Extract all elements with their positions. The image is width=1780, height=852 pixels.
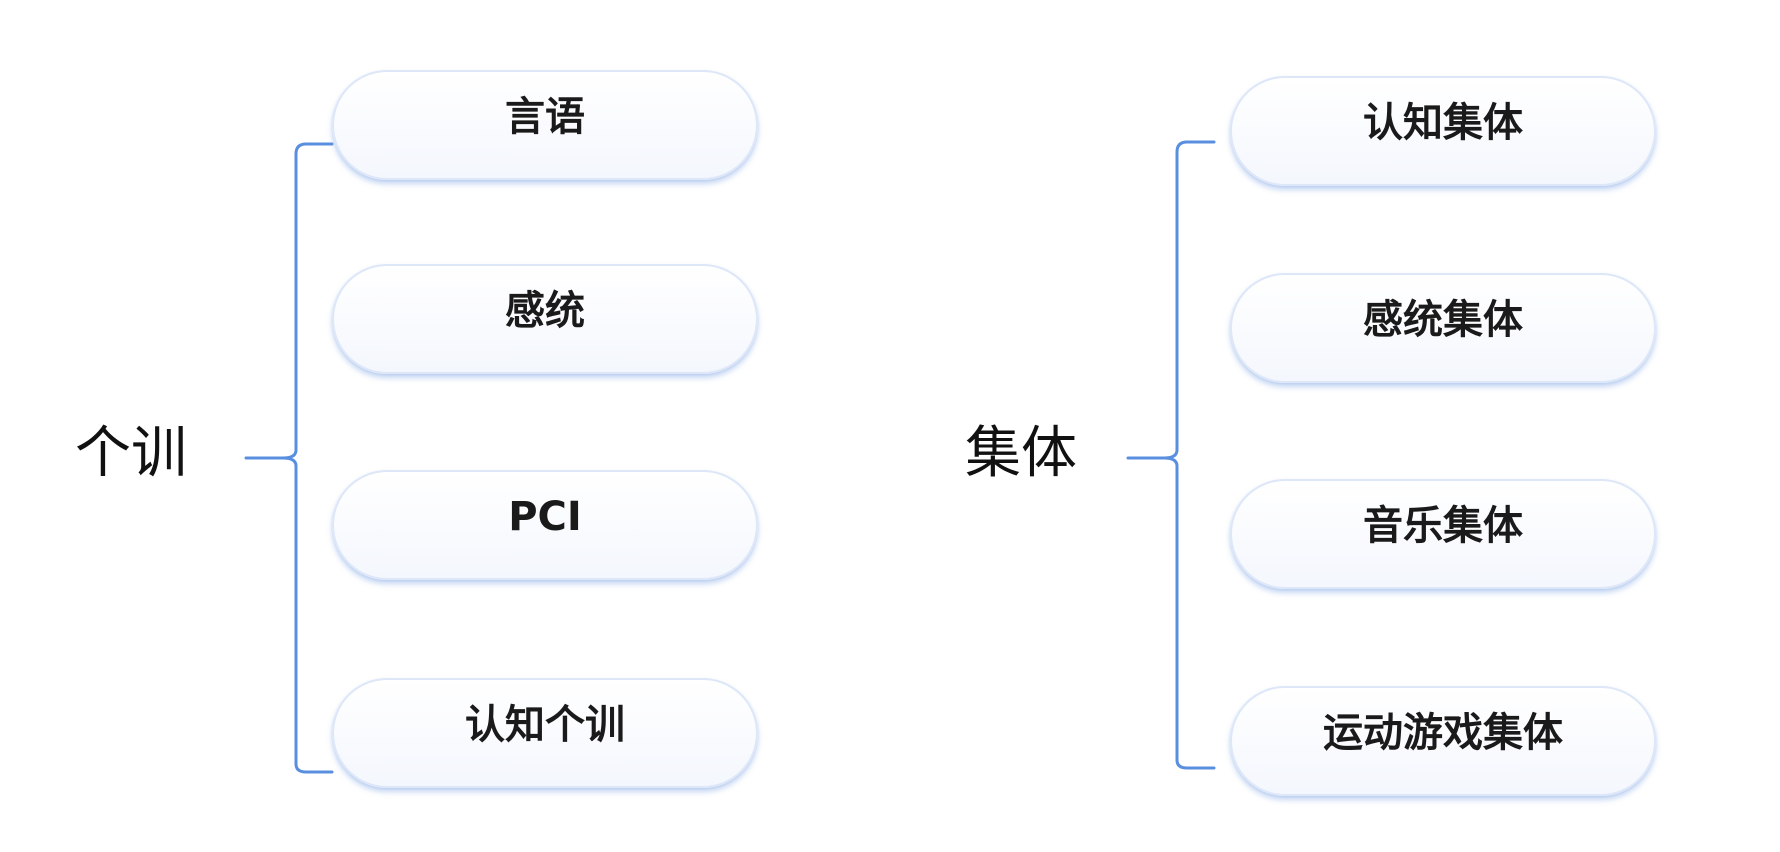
node-pci: PCI xyxy=(332,470,758,580)
node-speech: 言语 xyxy=(332,70,758,180)
node-cognitive-group: 认知集体 xyxy=(1230,76,1656,186)
node-sensory-integration: 感统 xyxy=(332,264,758,374)
node-music-group: 音乐集体 xyxy=(1230,479,1656,589)
node-label: PCI xyxy=(508,494,582,540)
node-label: 感统 xyxy=(505,288,585,334)
right-bracket-line xyxy=(1126,140,1216,770)
node-motor-game-group: 运动游戏集体 xyxy=(1230,686,1656,796)
node-label: 认知个训 xyxy=(465,702,625,748)
node-label: 运动游戏集体 xyxy=(1323,710,1563,756)
left-bracket-line xyxy=(244,142,334,774)
node-label: 感统集体 xyxy=(1363,297,1523,343)
group-title-collective: 集体 xyxy=(965,421,1077,486)
node-sensory-group: 感统集体 xyxy=(1230,273,1656,383)
node-label: 音乐集体 xyxy=(1363,503,1523,549)
group-title-individual: 个训 xyxy=(75,421,187,486)
node-cognitive-individual: 认知个训 xyxy=(332,678,758,788)
node-label: 言语 xyxy=(505,94,585,140)
node-label: 认知集体 xyxy=(1363,100,1523,146)
